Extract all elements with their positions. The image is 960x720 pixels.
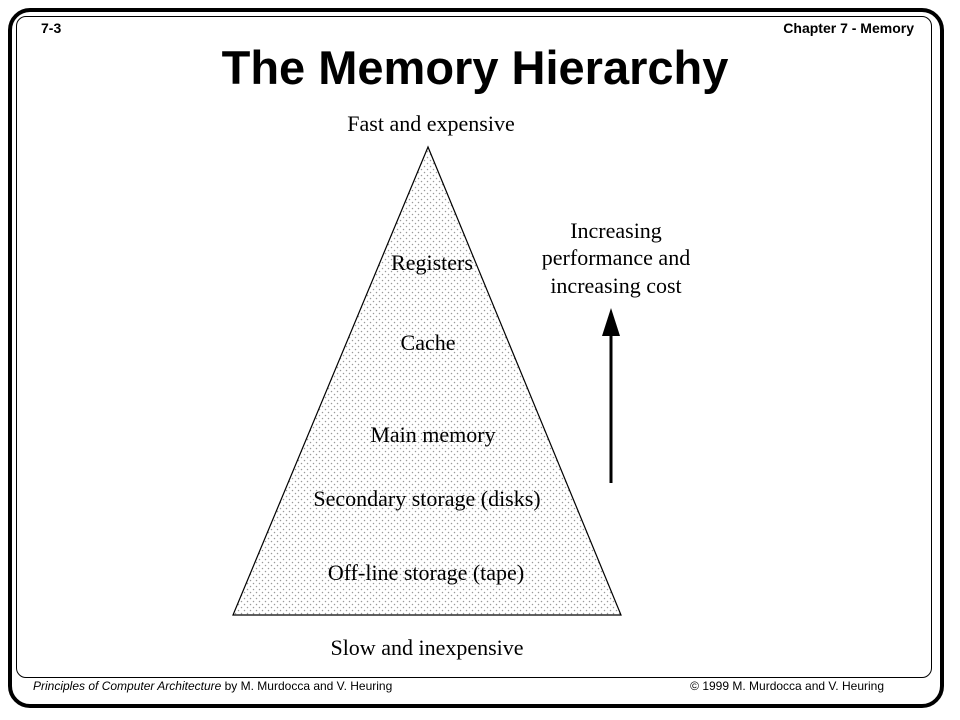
- slide-title: The Memory Hierarchy: [221, 41, 729, 94]
- level-offline-storage: Off-line storage (tape): [328, 560, 524, 585]
- chapter-label: Chapter 7 - Memory: [783, 20, 914, 36]
- level-main-memory: Main memory: [370, 422, 495, 447]
- slide-inner-border: [16, 16, 932, 678]
- bottom-label: Slow and inexpensive: [330, 635, 523, 660]
- arrow-caption-line-1: Increasing: [570, 218, 662, 243]
- level-cache: Cache: [401, 330, 456, 355]
- level-registers: Registers: [391, 250, 473, 275]
- footer-book-credit: Principles of Computer Architecture by M…: [33, 679, 392, 693]
- top-label: Fast and expensive: [347, 111, 514, 136]
- footer-book-title: Principles of Computer Architecture: [33, 679, 222, 693]
- arrow-caption-line-2: performance and: [542, 245, 690, 270]
- arrow-caption-line-3: increasing cost: [550, 273, 681, 298]
- footer-book-authors: by M. Murdocca and V. Heuring: [221, 679, 393, 693]
- slide-number: 7-3: [41, 20, 62, 36]
- hierarchy-pyramid: [232, 145, 622, 616]
- level-secondary-storage: Secondary storage (disks): [313, 486, 540, 511]
- arrow-up-icon: [602, 308, 620, 483]
- footer-copyright: © 1999 M. Murdocca and V. Heuring: [690, 679, 884, 693]
